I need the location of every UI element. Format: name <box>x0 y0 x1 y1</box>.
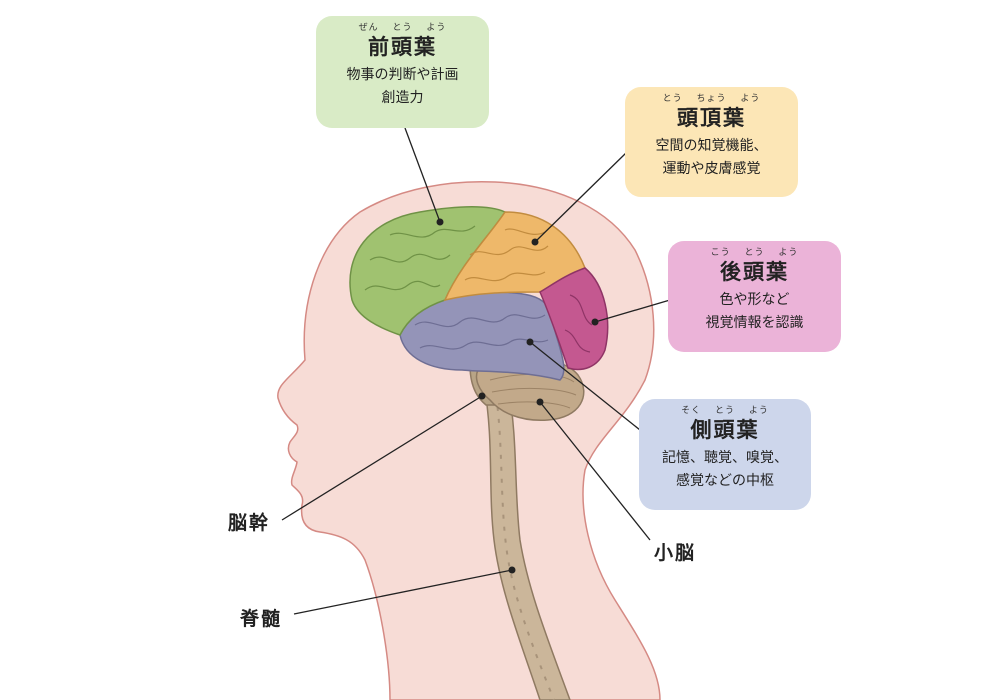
frontal-lobe-title: 前頭葉 <box>368 35 437 59</box>
occipital-lobe-ruby: こう とう よう <box>710 248 799 258</box>
occipital-lobe-box: こう とう よう 後頭葉 色や形など 視覚情報を認識 <box>668 241 841 352</box>
temporal-lobe-desc: 記憶、聴覚、嗅覚、 感覚などの中枢 <box>639 447 811 493</box>
leader-dots <box>436 218 599 574</box>
temporal-lobe-desc-line1: 記憶、聴覚、嗅覚、 <box>662 450 788 466</box>
frontal-lobe-box: ぜん とう よう 前頭葉 物事の判断や計画 創造力 <box>316 16 489 128</box>
spinal-cord-label: 脊髄 <box>240 608 283 630</box>
dot-brainstem <box>478 392 486 400</box>
spinal-cord-shape <box>483 384 571 700</box>
leader-spinal-cord <box>293 569 513 615</box>
occipital-lobe-title: 後頭葉 <box>720 260 789 284</box>
cerebellum-label: 小脳 <box>654 542 697 564</box>
leader-temporal <box>529 341 641 431</box>
occipital-lobe-shape <box>539 267 609 371</box>
leader-brainstem <box>281 395 483 521</box>
leader-frontal <box>404 127 441 223</box>
frontal-lobe-ruby: ぜん とう よう <box>358 23 447 33</box>
occipital-lobe-desc: 色や形など 視覚情報を認識 <box>668 289 841 335</box>
dot-frontal <box>436 218 444 226</box>
parietal-lobe-ruby: とう ちょう よう <box>662 94 761 104</box>
frontal-lobe-desc-line2: 創造力 <box>381 90 424 106</box>
parietal-lobe-title: 頭頂葉 <box>677 106 746 130</box>
dot-cerebellum <box>536 398 544 406</box>
frontal-lobe-desc-line1: 物事の判断や計画 <box>346 67 459 83</box>
dot-temporal <box>526 338 534 346</box>
parietal-lobe-desc-line2: 運動や皮膚感覚 <box>662 161 761 177</box>
occipital-lobe-desc-line2: 視覚情報を認識 <box>705 315 804 331</box>
leader-cerebellum <box>539 401 651 541</box>
dot-occipital <box>591 318 599 326</box>
parietal-lobe-desc-line1: 空間の知覚機能、 <box>655 138 768 154</box>
dot-parietal <box>531 238 539 246</box>
frontal-lobe-desc: 物事の判断や計画 創造力 <box>316 64 489 110</box>
brainstem-label: 脳幹 <box>228 512 271 534</box>
occipital-lobe-desc-line1: 色や形など <box>719 292 790 308</box>
temporal-lobe-box: そく とう よう 側頭葉 記憶、聴覚、嗅覚、 感覚などの中枢 <box>639 399 811 510</box>
dot-spinal-cord <box>508 566 516 574</box>
temporal-lobe-ruby: そく とう よう <box>681 406 769 416</box>
temporal-lobe-desc-line2: 感覚などの中枢 <box>676 473 774 489</box>
leader-parietal <box>534 151 628 243</box>
temporal-lobe-title: 側頭葉 <box>690 418 760 442</box>
leader-occipital <box>594 299 671 323</box>
parietal-lobe-desc: 空間の知覚機能、 運動や皮膚感覚 <box>625 135 798 181</box>
parietal-lobe-box: とう ちょう よう 頭頂葉 空間の知覚機能、 運動や皮膚感覚 <box>625 87 798 197</box>
leader-lines <box>281 127 671 615</box>
